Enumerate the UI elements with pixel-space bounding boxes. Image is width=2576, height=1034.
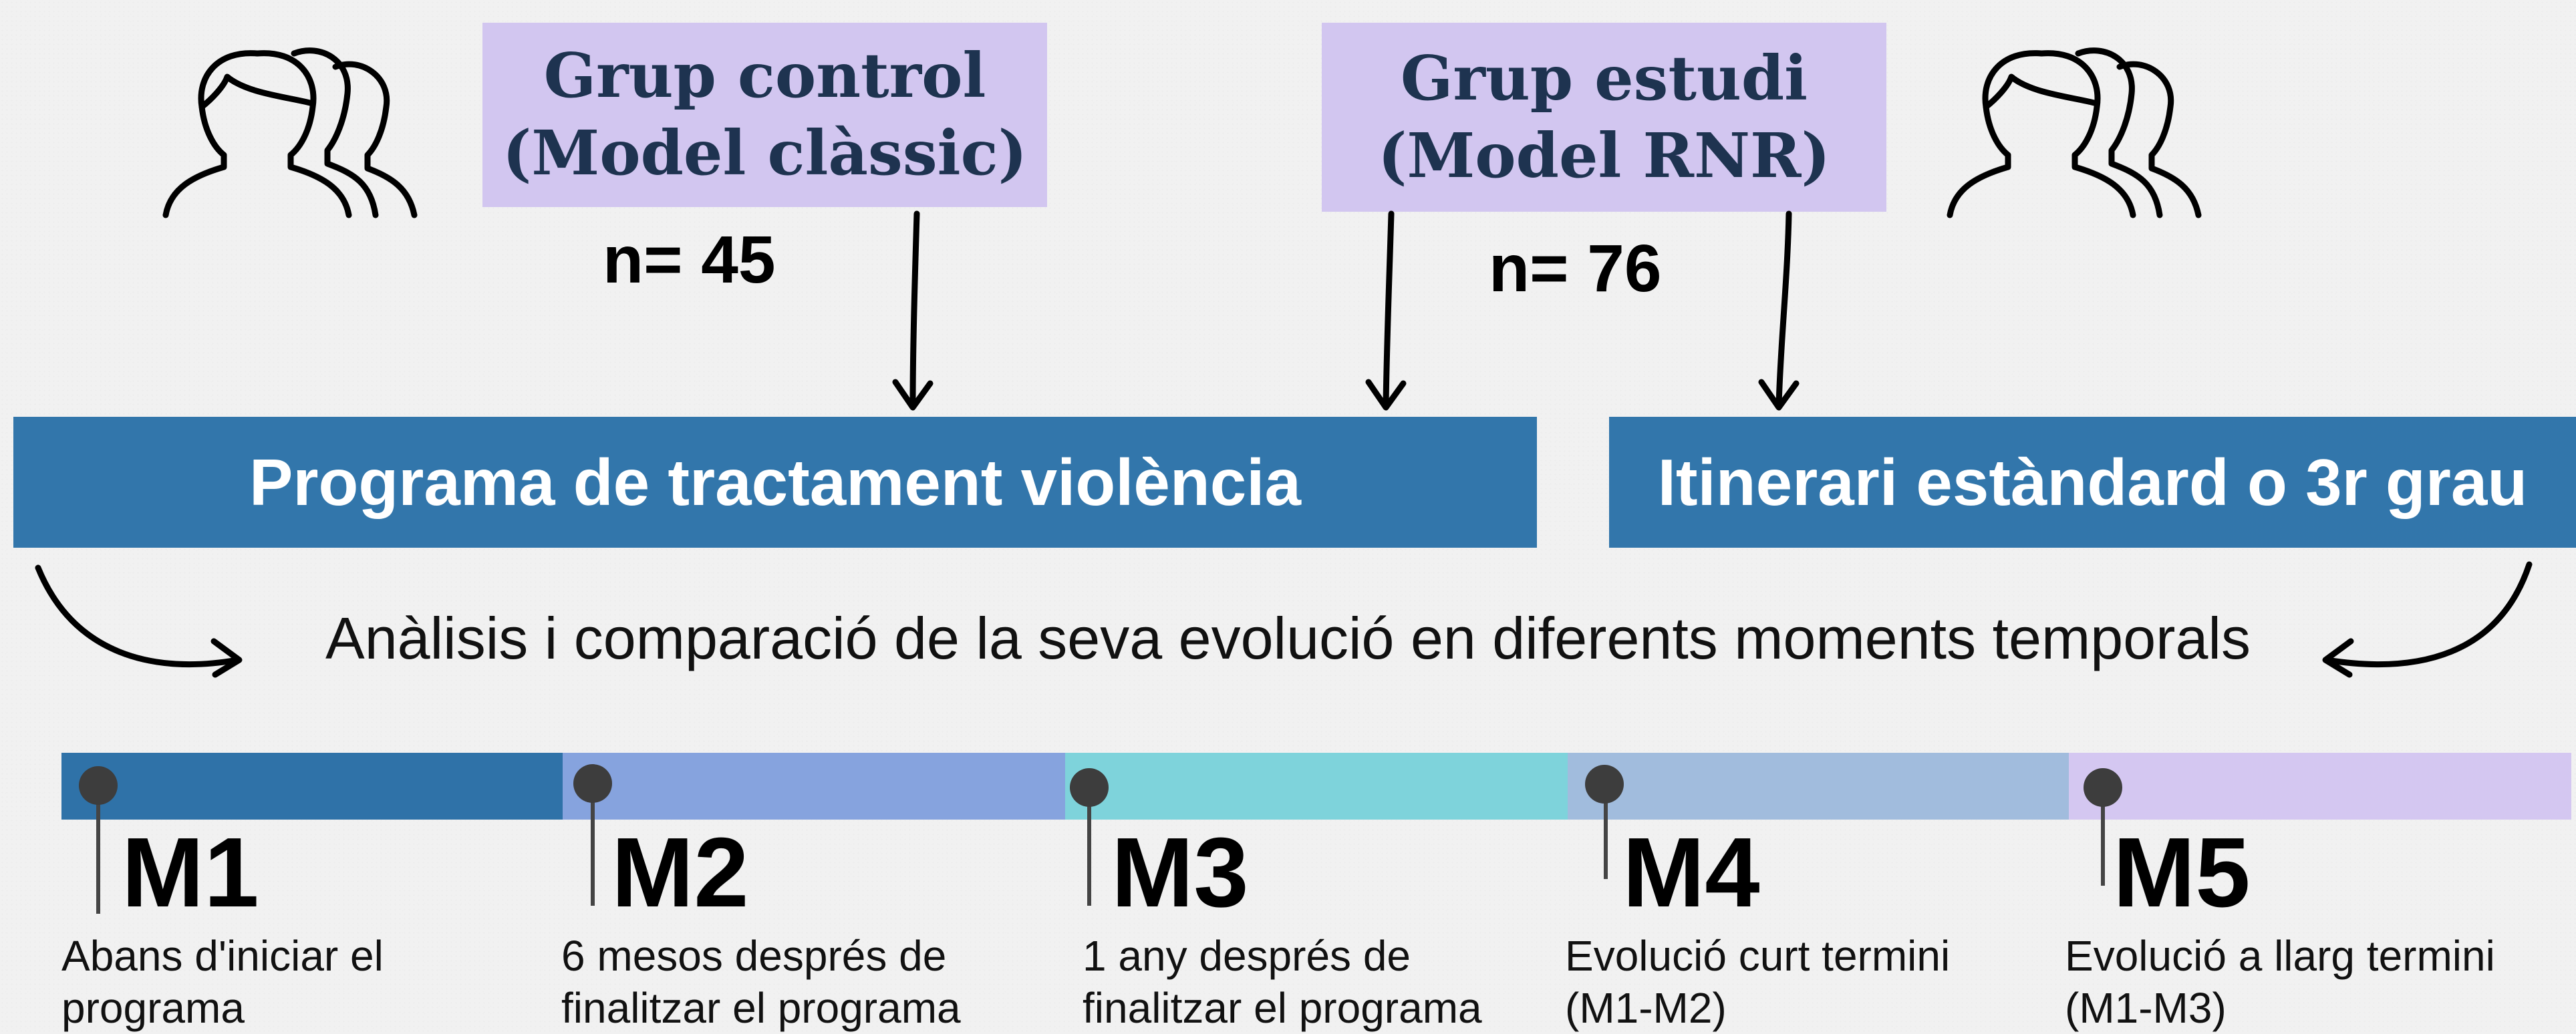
timeline-pin-line	[591, 786, 595, 906]
control-group-count: n= 45	[603, 222, 776, 297]
control-group-title: Grup control	[543, 39, 986, 112]
study-group-box: Grup estudi (Model RNR)	[1322, 23, 1886, 212]
timeline-pin-line	[2101, 786, 2105, 886]
timeline-pin	[573, 764, 612, 803]
itinerary-bar: Itinerari estàndard o 3r grau	[1609, 417, 2576, 548]
milestone-m5-description: Evolució a llarg termini (M1-M3)	[2065, 932, 2495, 1033]
milestone-m2-description: 6 mesos després de finalitzar el program…	[561, 932, 961, 1033]
timeline-segment-m3	[1065, 753, 1568, 820]
control-group-model: (Model clàssic)	[502, 117, 1028, 189]
milestone-m1-label: M1	[122, 818, 259, 928]
treatment-program-bar: Programa de tractament violència	[13, 417, 1537, 548]
curved-arrow-left-icon	[35, 564, 243, 678]
analysis-caption: Anàlisis i comparació de la seva evoluci…	[325, 605, 2251, 671]
timeline-pin	[79, 766, 118, 805]
control-group-box: Grup control (Model clàssic)	[482, 23, 1047, 207]
study-group-title: Grup estudi	[1400, 41, 1808, 114]
timeline-pin-line	[1087, 786, 1091, 906]
milestone-m4-description: Evolució curt termini (M1-M2)	[1565, 932, 1951, 1033]
study-group-count: n= 76	[1489, 231, 1662, 306]
timeline-segment-m2	[563, 753, 1065, 820]
timeline-pin	[1070, 768, 1109, 807]
timeline-segment-m4	[1568, 753, 2069, 820]
arrow-down-icon	[892, 210, 934, 411]
timeline-pin-line	[96, 786, 100, 914]
arrow-down-icon	[1365, 210, 1407, 411]
treatment-program-label: Programa de tractament violència	[249, 445, 1302, 519]
milestone-m3-label: M3	[1111, 818, 1249, 928]
connector-arrows	[35, 210, 2533, 678]
itinerary-label: Itinerari estàndard o 3r grau	[1657, 445, 2528, 519]
people-group-icon	[1947, 47, 2202, 218]
timeline-pin-line	[1604, 786, 1608, 879]
milestone-m5-label: M5	[2113, 818, 2251, 928]
timeline-pin	[1585, 765, 1624, 804]
timeline-pin	[2084, 768, 2122, 807]
milestone-m1-description: Abans d'iniciar el programa	[61, 932, 384, 1033]
timeline-segment-m1	[61, 753, 563, 820]
milestone-m4-label: M4	[1622, 818, 1760, 928]
timeline-segment-m5	[2069, 753, 2571, 820]
curved-arrow-right-icon	[2322, 561, 2533, 678]
milestone-m3-description: 1 any després de finalitzar el programa	[1083, 932, 1482, 1033]
milestone-m2-label: M2	[611, 818, 749, 928]
study-group-model: (Model RNR)	[1377, 119, 1831, 192]
arrow-down-icon	[1758, 210, 1800, 411]
people-group-icon	[162, 47, 418, 218]
